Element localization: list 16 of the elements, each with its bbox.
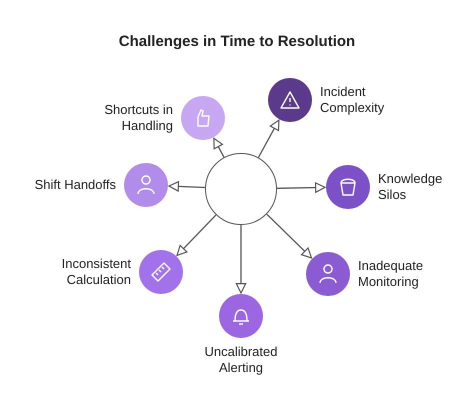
category-label: Shift Handoffs [34,177,116,193]
hub-circle [205,153,277,225]
category-label: Inadequate Monitoring [358,258,424,290]
arrow [258,120,280,158]
arrow [276,182,326,193]
arrow [236,225,246,294]
category-label: Shortcuts in Handling [103,102,173,134]
category-label: Incident Complexity [320,84,386,116]
category-label: Inconsistent Calculation [60,256,131,288]
category-label: Uncalibrated Alerting [204,344,278,376]
arrow [176,214,216,256]
arrow [266,214,312,258]
category-label: Knowledge Silos [378,171,444,203]
arrow [213,138,225,158]
arrow [168,181,206,192]
diagram-title: Challenges in Time to Resolution [118,33,356,50]
